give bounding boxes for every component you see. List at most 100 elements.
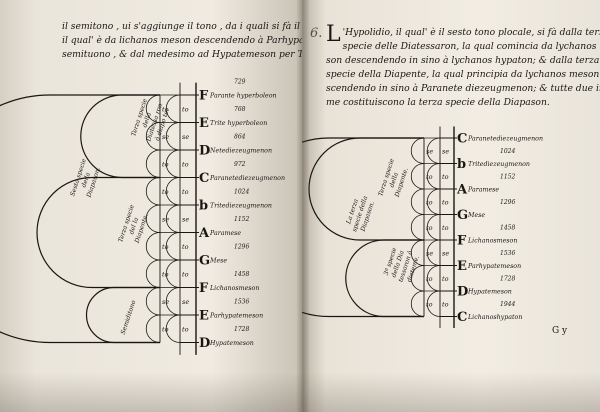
interval-scallop — [145, 259, 161, 288]
note-letter: b — [199, 199, 208, 214]
degree-name: Tritediezeugmenon — [210, 203, 272, 210]
degree-name: Netediezeugmenon — [209, 148, 272, 155]
interval-label: to — [442, 300, 449, 308]
span-arch — [308, 137, 424, 241]
note-letter: D — [199, 336, 210, 351]
interval-label: to — [182, 105, 189, 113]
degree-name: Parante hyperboleon — [209, 93, 277, 100]
book-gutter — [296, 0, 310, 412]
note-letter: C — [457, 310, 467, 325]
interval-label: se — [162, 215, 169, 223]
interval-scallop — [426, 214, 441, 241]
ratio-number: 1728 — [234, 326, 249, 333]
interval-scallop — [426, 290, 441, 317]
degree-name: Trite hyperboleon — [210, 120, 267, 127]
note-letter: b — [457, 157, 466, 172]
interval-label: se — [182, 133, 189, 141]
note-letter: D — [199, 144, 210, 159]
ratio-number: 1536 — [500, 250, 515, 257]
interval-label: to — [182, 188, 189, 196]
interval-label: se — [426, 147, 433, 155]
interval-scallop — [165, 287, 181, 316]
note-letter: E — [199, 116, 209, 131]
ratio-number: 972 — [234, 161, 246, 168]
interval-scallop — [410, 239, 425, 266]
interval-scallop — [410, 265, 425, 292]
arch-label: della — [141, 111, 152, 128]
interval-label: to — [426, 300, 433, 308]
degree-name: Paranetediezeugmenon — [467, 136, 543, 143]
interval-scallop — [145, 287, 161, 316]
degree-name: Parhypatemeson — [467, 263, 521, 270]
degree-name: Paramese — [467, 187, 499, 194]
span-arch — [345, 239, 424, 318]
interval-label: se — [426, 249, 433, 257]
interval-label: to — [182, 160, 189, 168]
ratio-number: 1536 — [234, 298, 249, 305]
note-letter: E — [199, 309, 209, 324]
text-line: scendendo in sino à Paranete diezeugmeno… — [326, 83, 600, 94]
interval-scallop — [145, 122, 161, 151]
interval-label: se — [162, 298, 169, 306]
interval-scallop — [165, 259, 181, 288]
note-letter: D — [457, 285, 468, 300]
span-arch — [85, 286, 160, 344]
degree-name: Paramese — [209, 230, 241, 237]
interval-scallop — [165, 232, 181, 261]
signature-mark: G y — [552, 326, 568, 336]
page-number: 6. — [310, 26, 323, 41]
degree-name: Hypatemeson — [467, 289, 512, 296]
interval-scallop — [410, 214, 425, 241]
interval-scallop — [165, 94, 181, 123]
degree-name: Mese — [467, 212, 485, 219]
span-arch — [36, 176, 160, 289]
interval-label: to — [426, 224, 433, 232]
interval-scallop — [410, 137, 425, 164]
right-page: 6. L'Hypolidio, il qual' è il sesto tono… — [302, 0, 600, 412]
ratio-number: 1458 — [500, 224, 515, 231]
interval-scallop — [426, 137, 441, 164]
interval-label: se — [442, 249, 449, 257]
interval-label: to — [442, 198, 449, 206]
interval-scallop — [165, 149, 181, 178]
arch-label: della — [80, 171, 91, 188]
note-letter: F — [199, 89, 209, 104]
text-line: son descendendo in sino à lychanos hypat… — [326, 55, 600, 66]
ratio-number: 1458 — [234, 271, 249, 278]
ratio-number: 1152 — [500, 173, 515, 180]
interval-label: to — [162, 188, 169, 196]
interval-scallop — [410, 290, 425, 317]
ratio-number: 1728 — [500, 275, 515, 282]
interval-label: to — [162, 160, 169, 168]
interval-scallop — [410, 163, 425, 190]
text-line: il semitono , ui s'aggiunge il tono , da… — [62, 21, 358, 32]
note-letter: G — [457, 208, 468, 223]
interval-scallop — [145, 94, 161, 123]
note-letter: F — [199, 281, 209, 296]
left-text-block: il semitono , ui s'aggiunge il tono , da… — [62, 20, 363, 62]
interval-label: to — [426, 275, 433, 283]
left-page: il semitono , ui s'aggiunge il tono , da… — [0, 0, 363, 412]
note-letter: A — [456, 183, 468, 198]
interval-scallop — [165, 177, 181, 206]
interval-scallop — [145, 204, 161, 233]
interval-label: to — [182, 243, 189, 251]
ratio-number: 729 — [234, 78, 246, 85]
ratio-number: 864 — [234, 133, 246, 140]
interval-label: se — [442, 147, 449, 155]
text-line: L'Hypolidio, il qual' è il sesto tono pl… — [326, 22, 600, 47]
interval-scallop — [145, 314, 161, 343]
note-letter: C — [199, 171, 209, 186]
ratio-number: 1296 — [234, 243, 249, 250]
ratio-number: 1296 — [500, 199, 515, 206]
interval-label: to — [442, 275, 449, 283]
interval-label: to — [442, 173, 449, 181]
text-line: specie delle Diatessaron, la qual cominc… — [342, 41, 600, 52]
arch-label: della — [388, 171, 399, 188]
